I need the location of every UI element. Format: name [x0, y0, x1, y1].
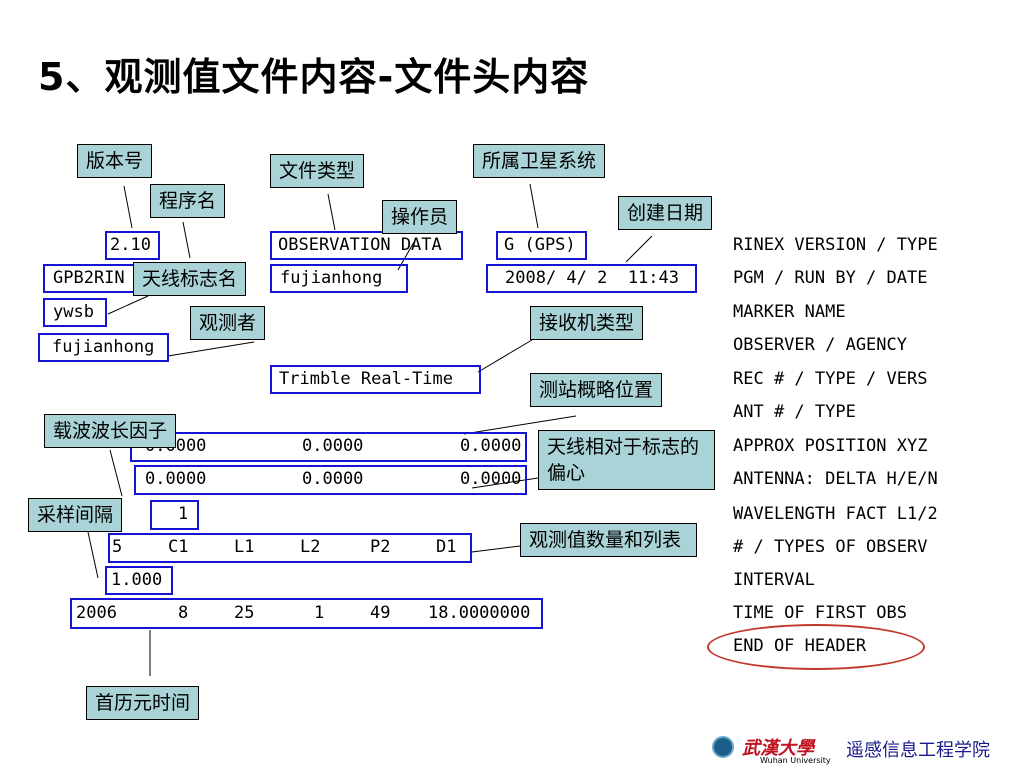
callout-observer: 观测者 [190, 306, 266, 340]
interval-box [105, 566, 173, 595]
callout-date: 创建日期 [618, 196, 713, 230]
record-label-receiver: REC # / TYPE / VERS [733, 369, 928, 389]
delta-h-value: 0.0000 [145, 469, 207, 489]
record-label-observer: OBSERVER / AGENCY [733, 335, 907, 355]
university-name-en: Wuhan University [760, 756, 831, 765]
obs-count-value: 5 [112, 537, 123, 557]
record-label-first-obs: TIME OF FIRST OBS [733, 603, 907, 623]
first-obs-hour: 1 [314, 603, 325, 623]
run-by-box [270, 264, 408, 293]
program-value: GPB2RIN [53, 268, 125, 288]
pos-z-value: 0.0000 [460, 436, 522, 456]
date-value: 2008/ 4/ 2 11:43 [505, 268, 679, 288]
observer-box [38, 333, 169, 362]
receiver-box [270, 365, 481, 394]
callout-program: 程序名 [150, 184, 226, 218]
record-label-marker-name: MARKER NAME [733, 302, 846, 322]
marker-name-value: ywsb [53, 302, 94, 322]
delta-n-value: 0.0000 [460, 469, 522, 489]
satellite-system-box [496, 231, 587, 260]
interval-value: 1.000 [111, 570, 163, 590]
wavelength-value: 1 [178, 504, 189, 524]
file-type-value: OBSERVATION DATA [278, 235, 442, 255]
delta-e-value: 0.0000 [302, 469, 364, 489]
record-label-types-of-observ: # / TYPES OF OBSERV [733, 537, 928, 557]
first-obs-minute: 49 [370, 603, 391, 623]
callout-receiver: 接收机类型 [530, 306, 644, 340]
callout-antenna-marker: 天线标志名 [133, 262, 247, 296]
file-type-box [270, 231, 463, 260]
run-by-value: fujianhong [280, 268, 383, 288]
obs-type-d1: D1 [436, 537, 457, 557]
first-obs-box [70, 598, 543, 629]
version-value: 2.10 [110, 235, 151, 255]
record-label-rinex-version: RINEX VERSION / TYPE [733, 235, 938, 255]
school-name: 遥感信息工程学院 [846, 740, 990, 761]
callout-obs-types: 观测值数量和列表 [520, 523, 697, 557]
receiver-value: Trimble Real-Time [279, 369, 453, 389]
slide-title: 5、观测值文件内容-文件头内容 [38, 55, 590, 99]
callout-interval: 采样间隔 [28, 498, 123, 532]
first-obs-month: 8 [178, 603, 189, 623]
marker-name-box [43, 298, 107, 327]
callout-wavelength: 载波波长因子 [44, 414, 177, 448]
record-label-antenna: ANT # / TYPE [733, 402, 856, 422]
date-box [486, 264, 697, 293]
record-label-interval: INTERVAL [733, 570, 815, 590]
callout-file-type: 文件类型 [270, 154, 365, 188]
callout-operator: 操作员 [382, 200, 458, 234]
first-obs-day: 25 [234, 603, 255, 623]
wavelength-box [150, 500, 199, 530]
first-obs-second: 18.0000000 [428, 603, 531, 623]
university-emblem-icon [712, 736, 734, 758]
university-name: 武漢大學 [742, 738, 814, 759]
obs-type-l1: L1 [234, 537, 255, 557]
callout-first-obs: 首历元时间 [86, 686, 200, 720]
callout-approx-position: 测站概略位置 [530, 373, 663, 407]
record-label-antenna-delta: ANTENNA: DELTA H/E/N [733, 469, 938, 489]
obs-type-l2: L2 [300, 537, 321, 557]
obs-types-box [108, 533, 472, 563]
version-box [105, 231, 160, 260]
callout-version: 版本号 [77, 144, 153, 178]
callout-satellite-system: 所属卫星系统 [473, 144, 606, 178]
antenna-delta-box [134, 465, 527, 495]
end-of-header-highlight [707, 624, 925, 670]
record-label-wavelength: WAVELENGTH FACT L1/2 [733, 504, 938, 524]
record-label-approx-position: APPROX POSITION XYZ [733, 436, 928, 456]
pos-y-value: 0.0000 [302, 436, 364, 456]
obs-type-c1: C1 [168, 537, 189, 557]
callout-antenna-offset: 天线相对于标志的偏心 [538, 430, 715, 490]
first-obs-year: 2006 [76, 603, 117, 623]
record-label-pgm: PGM / RUN BY / DATE [733, 268, 928, 288]
satellite-system-value: G (GPS) [504, 235, 576, 255]
observer-value: fujianhong [52, 337, 155, 357]
obs-type-p2: P2 [370, 537, 391, 557]
